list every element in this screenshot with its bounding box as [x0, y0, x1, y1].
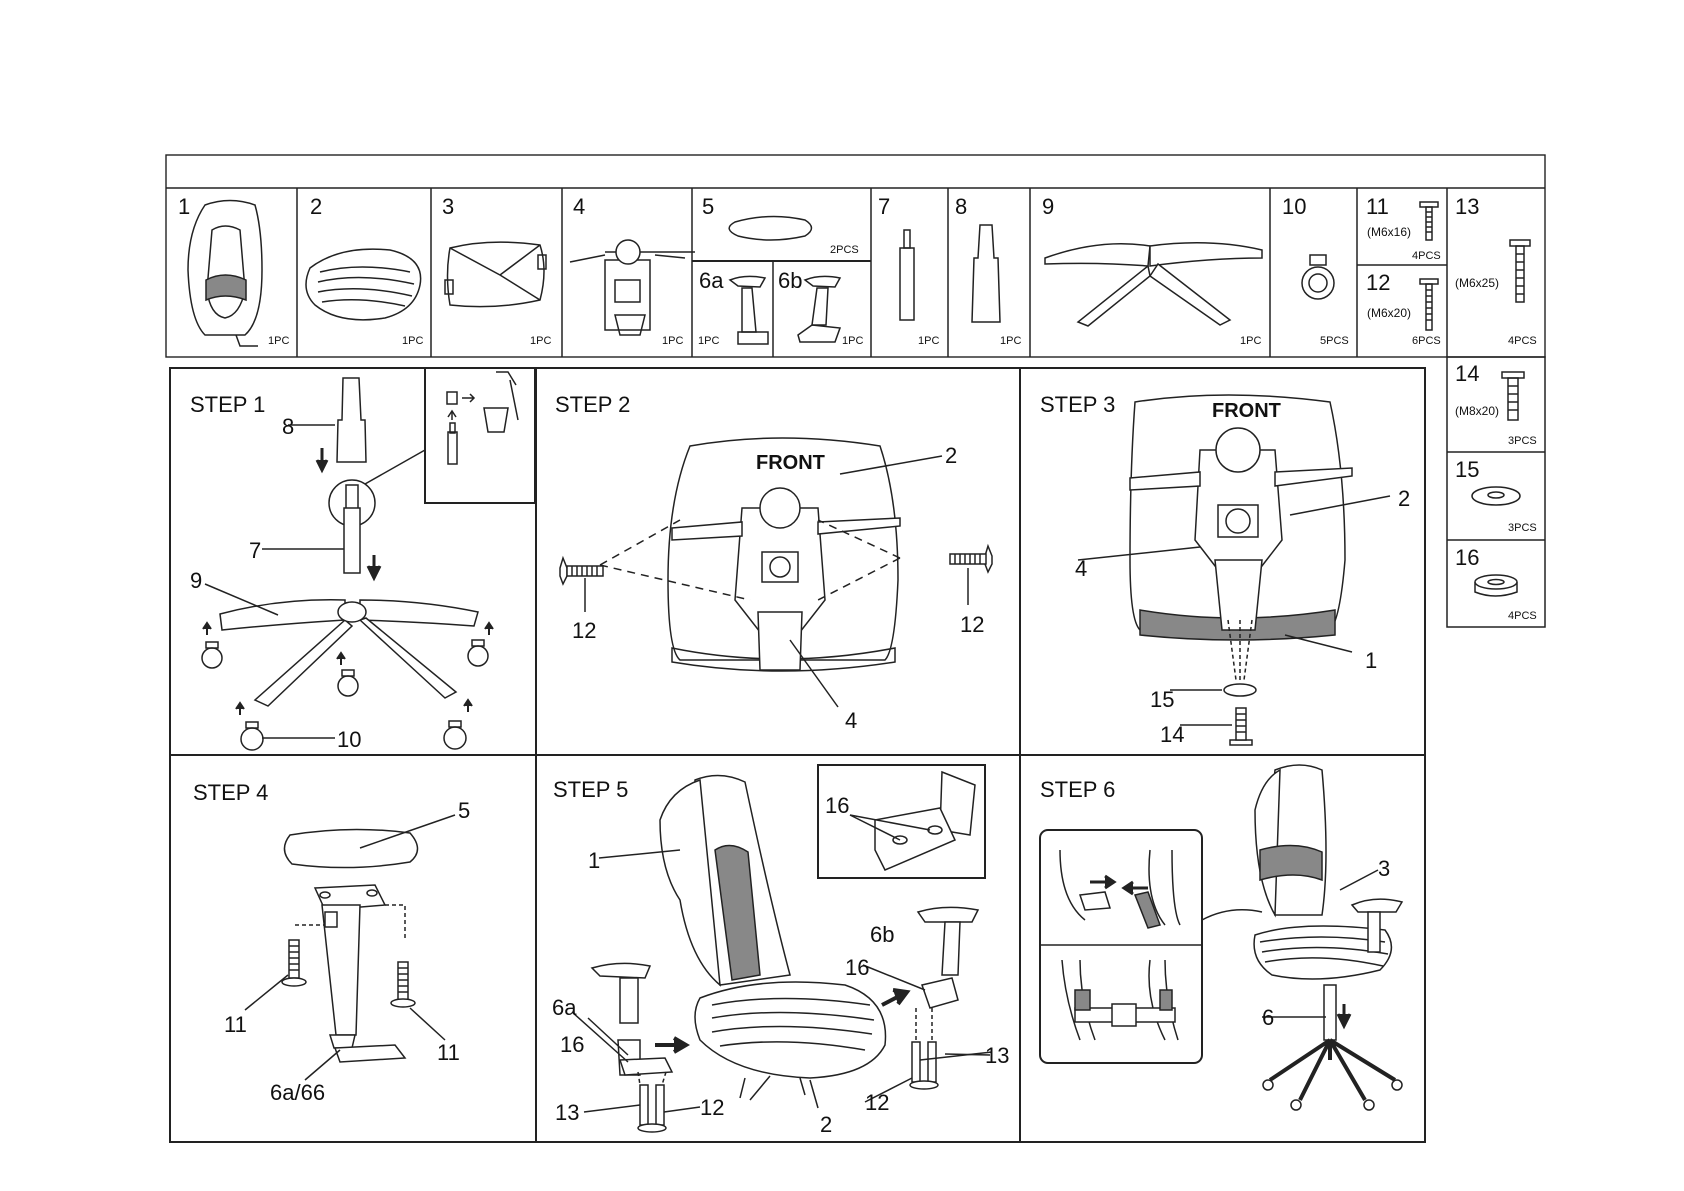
part-number: 7: [878, 194, 891, 219]
part-quantity: 4PCS: [1508, 335, 1537, 347]
step-title: STEP 3: [1040, 392, 1116, 417]
part-quantity: 2PCS: [830, 244, 859, 256]
part-number: 2: [310, 194, 323, 219]
callout-label: 6a/66: [270, 1080, 326, 1105]
callout-label: 10: [337, 727, 362, 752]
callout-label: 7: [249, 538, 262, 563]
front-label: FRONT: [756, 452, 825, 474]
callout-label: 16: [845, 955, 870, 980]
part-number: 6b: [778, 268, 803, 293]
part-quantity: 1PC: [662, 335, 684, 347]
callout-label: 3: [1378, 856, 1391, 881]
part-number: 4: [573, 194, 586, 219]
part-number: 5: [702, 194, 715, 219]
part-quantity: 1PC: [918, 335, 940, 347]
part-number: 16: [1455, 545, 1480, 570]
step-title: STEP 2: [555, 392, 631, 417]
callout-label: 1: [1365, 648, 1378, 673]
part-number: 3: [442, 194, 455, 219]
part-number: 15: [1455, 457, 1480, 482]
part-quantity: 1PC: [1000, 335, 1022, 347]
callout-label: 16: [825, 793, 850, 818]
callout-label: 12: [572, 618, 597, 643]
part-quantity: 1PC: [842, 335, 864, 347]
part-number: 12: [1366, 270, 1391, 295]
callout-label: 16: [560, 1032, 585, 1057]
part-number: 6a: [699, 268, 724, 293]
part-number: 1: [178, 194, 191, 219]
callout-label: 15: [1150, 687, 1175, 712]
part-quantity: 4PCS: [1508, 610, 1537, 622]
callout-label: 13: [555, 1100, 580, 1125]
callout-label: 6a: [552, 995, 577, 1020]
callout-label: 11: [437, 1040, 460, 1065]
callout-label: 12: [700, 1095, 725, 1120]
part-quantity: 6PCS: [1412, 335, 1441, 347]
callout-label: 1: [588, 848, 601, 873]
callout-label: 2: [820, 1112, 833, 1137]
callout-label: 13: [985, 1043, 1010, 1068]
callout-label: 2: [1398, 486, 1411, 511]
callout-label: 8: [282, 414, 295, 439]
callout-label: 12: [960, 612, 985, 637]
part-quantity: 1PC: [402, 335, 424, 347]
callout-label: 9: [190, 568, 203, 593]
part-number: 9: [1042, 194, 1055, 219]
part-number: 11: [1366, 194, 1389, 219]
callout-label: 5: [458, 798, 471, 823]
step-title: STEP 1: [190, 392, 266, 417]
callout-label: 2: [945, 443, 958, 468]
part-quantity: 3PCS: [1508, 522, 1537, 534]
part-quantity: 3PCS: [1508, 435, 1537, 447]
step-title: STEP 6: [1040, 777, 1116, 802]
callout-label: 12: [865, 1090, 890, 1115]
step-title: STEP 5: [553, 777, 629, 802]
part-number: 13: [1455, 194, 1480, 219]
part-size: (M6x20): [1367, 306, 1412, 320]
part-size: (M6x16): [1367, 225, 1412, 239]
callout-label: 4: [845, 708, 858, 733]
part-quantity: 1PC: [698, 335, 720, 347]
part-number: 8: [955, 194, 968, 219]
part-quantity: 1PC: [268, 335, 290, 347]
callout-label: 14: [1160, 722, 1185, 747]
step-title: STEP 4: [193, 780, 269, 805]
part-size: (M6x25): [1455, 276, 1500, 290]
callout-label: 6b: [870, 922, 895, 947]
part-number: 14: [1455, 361, 1480, 386]
callout-label: 4: [1075, 556, 1088, 581]
part-quantity: 1PC: [530, 335, 552, 347]
callout-label: 11: [224, 1012, 247, 1037]
part-size: (M8x20): [1455, 404, 1500, 418]
part-number: 10: [1282, 194, 1307, 219]
callout-label: 6: [1262, 1005, 1275, 1030]
front-label: FRONT: [1212, 400, 1281, 422]
part-quantity: 4PCS: [1412, 250, 1441, 262]
part-quantity: 5PCS: [1320, 335, 1349, 347]
part-quantity: 1PC: [1240, 335, 1262, 347]
